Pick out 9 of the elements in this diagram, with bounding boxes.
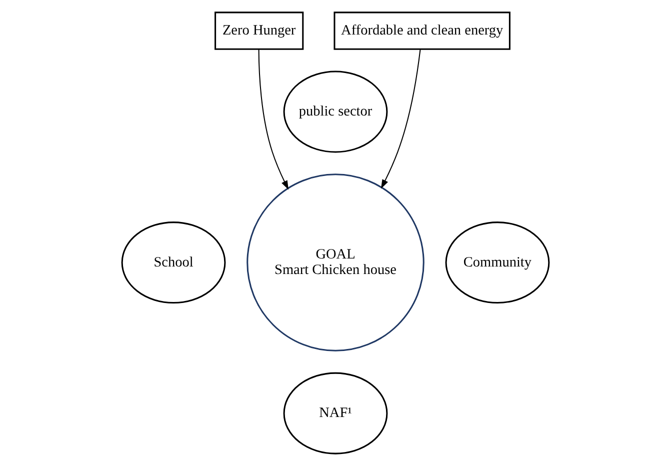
arrow (258, 49, 288, 190)
node-box: Affordable and clean energy (333, 12, 510, 50)
arrow (380, 49, 420, 189)
node-ellipse: Community (444, 222, 550, 304)
node-box: Zero Hunger (214, 12, 304, 50)
node-ellipse: public sector (282, 70, 388, 153)
node-ellipse: NAF¹ (282, 372, 388, 454)
node-ellipse: School (120, 222, 226, 304)
node-circle: GOAL Smart Chicken house (246, 174, 424, 352)
